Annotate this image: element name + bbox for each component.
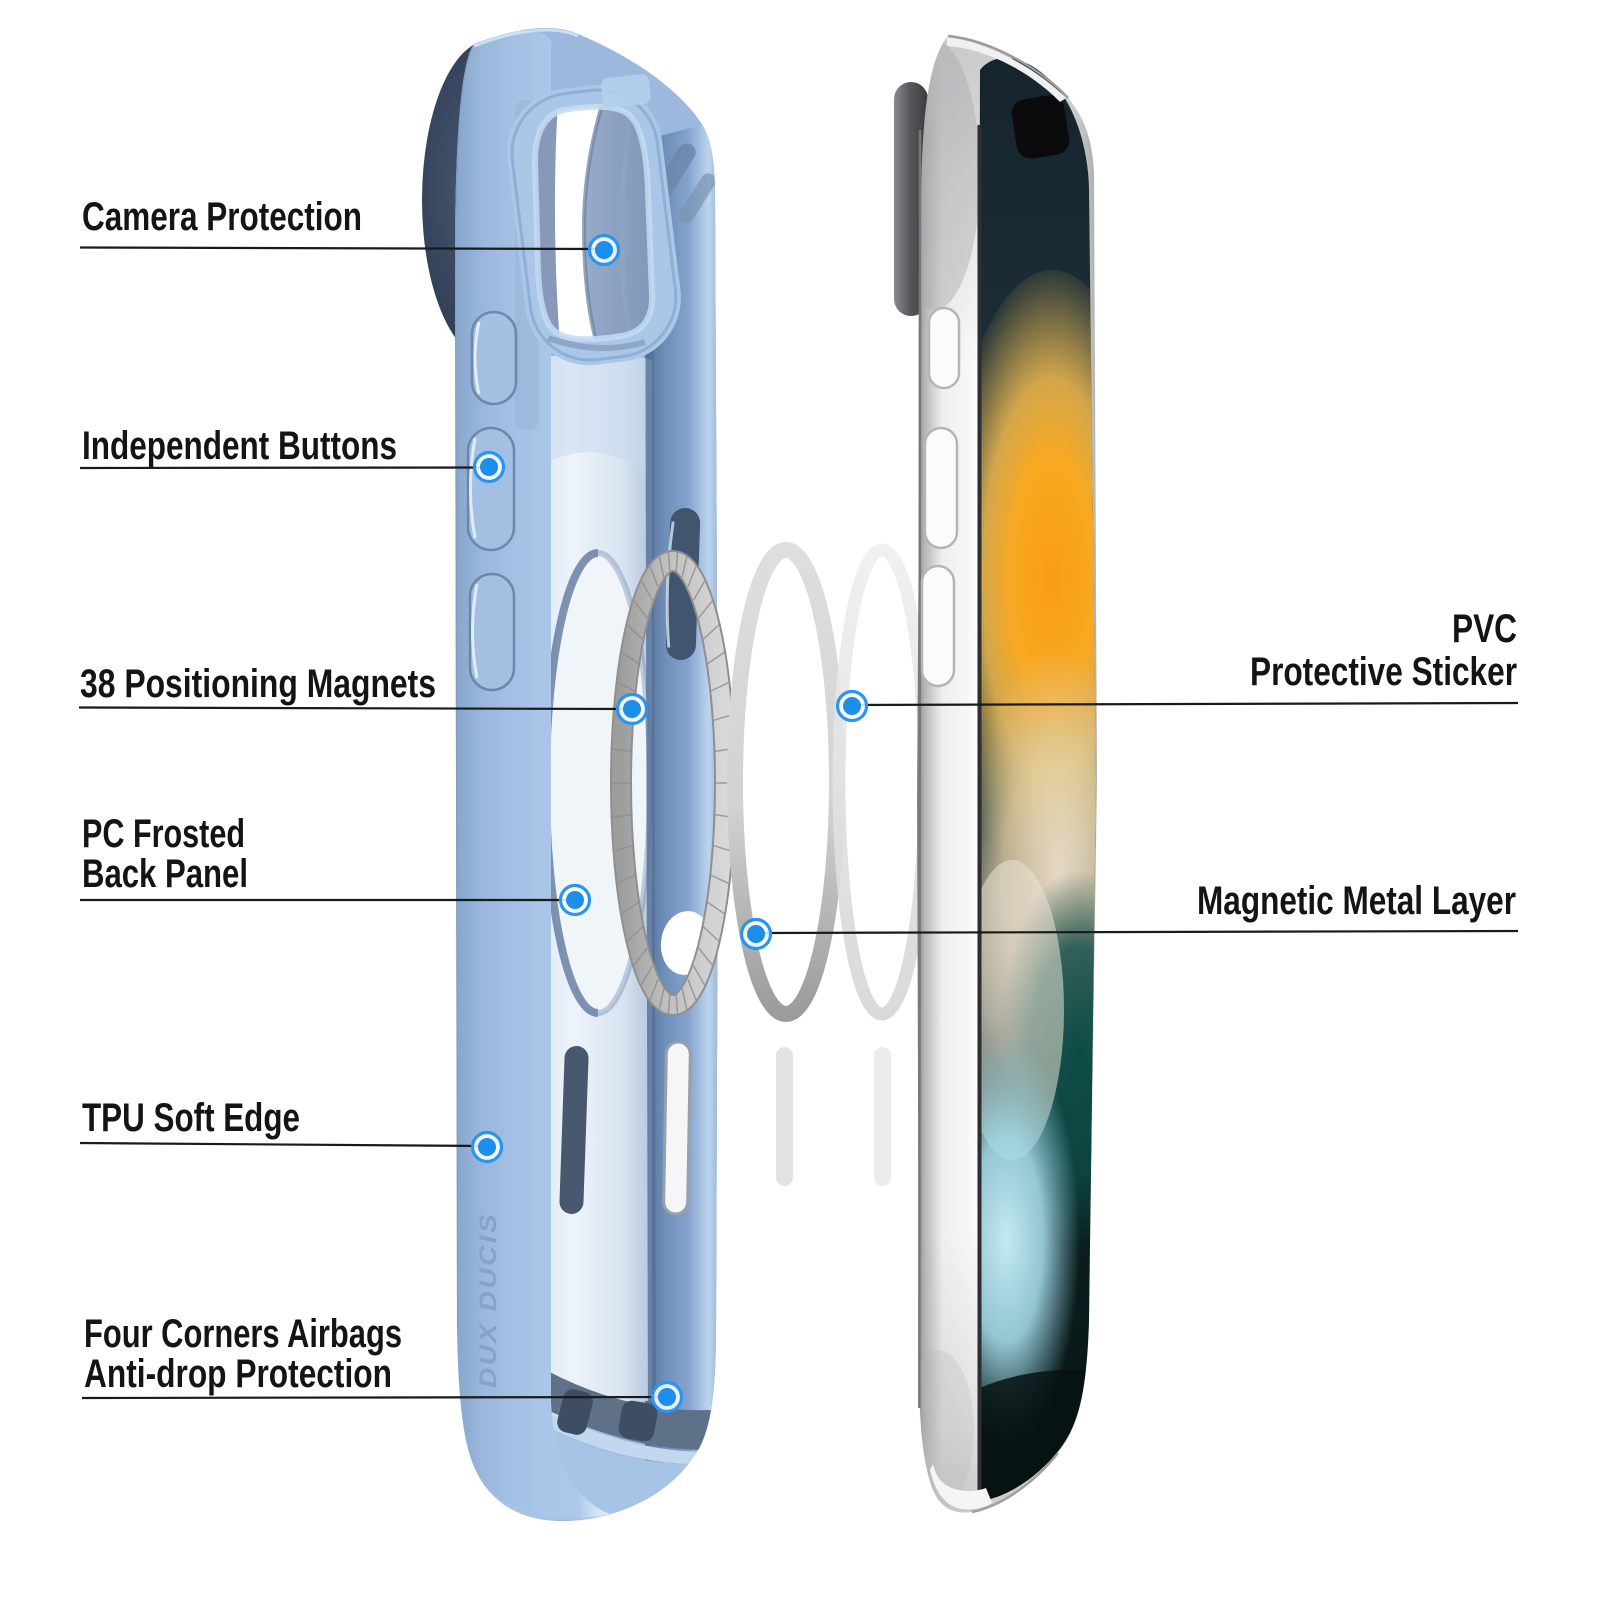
svg-text:Anti-drop Protection: Anti-drop Protection — [84, 1352, 392, 1396]
svg-text:Four Corners Airbags: Four Corners Airbags — [84, 1312, 402, 1356]
svg-text:Camera Protection: Camera Protection — [82, 195, 362, 239]
svg-text:Back Panel: Back Panel — [82, 852, 248, 896]
svg-text:Protective Sticker: Protective Sticker — [1250, 650, 1517, 694]
svg-text:TPU Soft Edge: TPU Soft Edge — [82, 1096, 300, 1140]
svg-text:38 Positioning Magnets: 38 Positioning Magnets — [80, 662, 436, 706]
svg-text:Independent Buttons: Independent Buttons — [82, 424, 397, 468]
svg-text:DUX DUCIS: DUX DUCIS — [475, 1212, 502, 1388]
svg-text:PC Frosted: PC Frosted — [82, 812, 245, 856]
svg-text:Magnetic Metal Layer: Magnetic Metal Layer — [1197, 879, 1516, 923]
svg-text:PVC: PVC — [1452, 607, 1517, 651]
